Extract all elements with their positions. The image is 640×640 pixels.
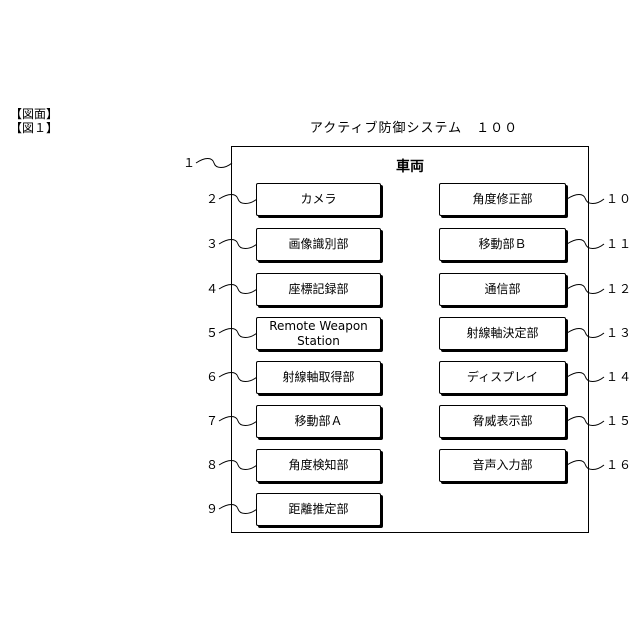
ref-number: ８ — [206, 458, 219, 472]
ref-number: １２ — [606, 282, 632, 296]
block-moving-unit-a: 移動部Ａ — [256, 405, 381, 438]
block-firing-axis-determination: 射線軸決定部 — [439, 317, 566, 350]
ref-number: ７ — [206, 414, 219, 428]
block-moving-unit-b: 移動部Ｂ — [439, 228, 566, 261]
leader-line-right — [567, 373, 604, 382]
ref-number: １６ — [606, 458, 632, 472]
block-image-recognition: 画像識別部 — [256, 228, 381, 261]
block-distance-estimation: 距離推定部 — [256, 493, 381, 526]
leader-line-left — [219, 505, 257, 514]
leader-line-vehicle — [196, 159, 232, 168]
block-coordinate-recording: 座標記録部 — [256, 273, 381, 306]
leader-line-left — [219, 329, 257, 338]
leader-line-left — [219, 285, 257, 294]
ref-number: ５ — [206, 326, 219, 340]
leader-line-right — [567, 461, 604, 470]
ref-number: １４ — [606, 370, 632, 384]
block-camera: カメラ — [256, 183, 381, 216]
block-angle-detection: 角度検知部 — [256, 449, 381, 482]
leader-line-left — [219, 417, 257, 426]
leader-line-left — [219, 195, 257, 204]
block-communication: 通信部 — [439, 273, 566, 306]
ref-number: ６ — [206, 370, 219, 384]
ref-number: １３ — [606, 326, 632, 340]
leader-line-right — [567, 329, 604, 338]
leader-line-left — [219, 240, 257, 249]
leader-line-left — [219, 461, 257, 470]
block-voice-input: 音声入力部 — [439, 449, 566, 482]
ref-number: ３ — [206, 237, 219, 251]
ref-number: １５ — [606, 414, 632, 428]
leader-line-right — [567, 285, 604, 294]
block-display: ディスプレイ — [439, 361, 566, 394]
leader-line-left — [219, 373, 257, 382]
ref-number: ４ — [206, 282, 219, 296]
leader-line-right — [567, 417, 604, 426]
ref-number: １１ — [606, 237, 632, 251]
ref-number: ９ — [206, 502, 219, 516]
block-firing-axis-acquisition: 射線軸取得部 — [256, 361, 381, 394]
block-angle-correction: 角度修正部 — [439, 183, 566, 216]
leader-line-right — [567, 195, 604, 204]
block-remote-weapon-station: Remote Weapon Station — [256, 317, 381, 350]
block-threat-display: 脅威表示部 — [439, 405, 566, 438]
leader-line-right — [567, 240, 604, 249]
ref-number: ２ — [206, 192, 219, 206]
ref-number: １０ — [606, 192, 632, 206]
